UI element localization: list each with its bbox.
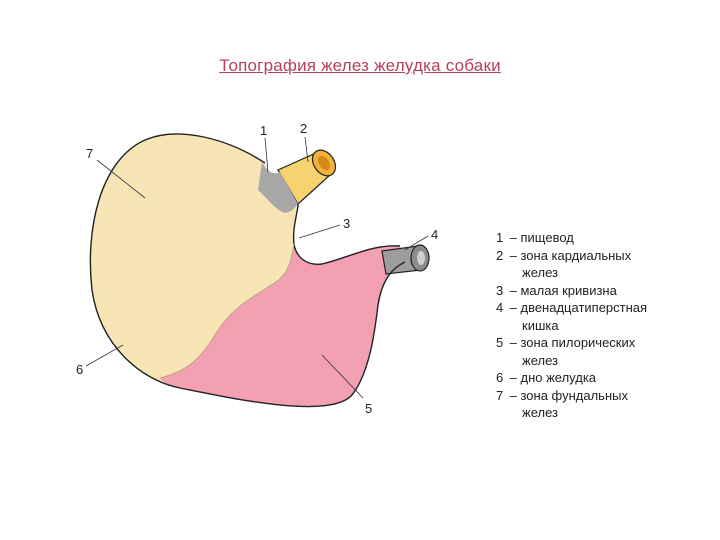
legend-item: 3 – малая кривизна xyxy=(496,282,706,300)
legend-dash: – xyxy=(509,230,517,245)
leader-line-5 xyxy=(321,354,364,399)
duodenum-lumen xyxy=(417,251,425,265)
legend-text-continued: желез xyxy=(522,405,558,420)
leader-line-1 xyxy=(264,137,269,173)
esophagus-lumen xyxy=(317,155,331,171)
leader-line-4 xyxy=(404,235,429,251)
legend-item: 2 – зона кардиальных xyxy=(496,247,706,265)
legend-number: 7 xyxy=(496,387,504,403)
leader-line-6 xyxy=(85,344,124,367)
legend-number: 2 xyxy=(496,247,504,263)
legend-text: зона пилорических xyxy=(520,335,636,350)
diagram-title: Топография желез желудка собаки xyxy=(219,56,501,75)
pyloric-boundary xyxy=(159,243,295,379)
legend-dash: – xyxy=(509,387,517,403)
legend-item: 5 – зона пилорических xyxy=(496,334,706,352)
leader-line-7 xyxy=(96,159,146,199)
label-7: 7 xyxy=(86,146,93,161)
label-2: 2 xyxy=(300,121,307,136)
legend-item: 6 – дно желудка xyxy=(496,369,706,387)
legend-item: 1 – пищевод xyxy=(496,229,706,247)
legend-text-continued: кишка xyxy=(522,317,559,333)
pyloric-zone xyxy=(160,244,405,407)
legend-number: 1 xyxy=(496,230,504,245)
legend-dash: – xyxy=(509,300,517,315)
legend-text-continued: желез xyxy=(522,265,558,280)
legend-dash: – xyxy=(509,370,517,385)
legend-item: 7 – зона фундальных xyxy=(496,387,706,405)
legend-dash: – xyxy=(509,335,517,350)
leader-line-2 xyxy=(304,136,309,163)
stomach-outline xyxy=(89,133,406,408)
label-3: 3 xyxy=(343,216,350,231)
legend-number: 3 xyxy=(496,282,504,298)
legend-item: 4 – двенадцатиперстная xyxy=(496,299,706,317)
legend-text: зона фундальных xyxy=(520,387,628,403)
legend-number: 4 xyxy=(496,300,504,315)
legend-text: зона кардиальных xyxy=(520,247,632,263)
legend-text: пищевод xyxy=(520,230,574,245)
label-5: 5 xyxy=(365,401,372,416)
legend-dash: – xyxy=(509,247,517,263)
legend-text: двенадцатиперстная xyxy=(520,300,648,315)
legend-dash: – xyxy=(509,282,517,298)
label-1: 1 xyxy=(260,123,267,138)
legend-number: 6 xyxy=(496,370,504,385)
legend-text-continued: желез xyxy=(522,352,558,368)
cardiac-zone xyxy=(258,162,298,213)
legend-text: дно желудка xyxy=(520,370,597,385)
legend: 1 – пищевод 2 – зона кардиальных желез 3… xyxy=(496,229,706,422)
label-4: 4 xyxy=(431,227,438,242)
legend-number: 5 xyxy=(496,335,504,350)
leader-line-3 xyxy=(298,224,341,239)
legend-text: малая кривизна xyxy=(520,282,617,298)
label-6: 6 xyxy=(76,362,83,377)
